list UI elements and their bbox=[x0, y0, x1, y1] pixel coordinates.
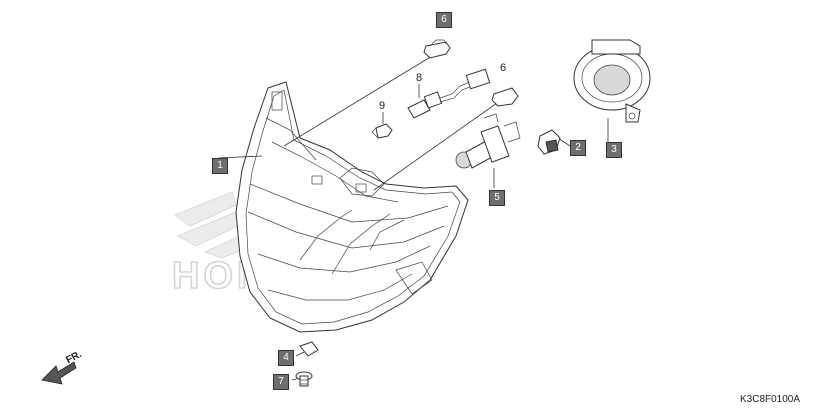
screw-part-icon bbox=[295, 371, 313, 387]
callout-6-alt[interactable]: 6 bbox=[500, 62, 507, 74]
callout-2[interactable]: 2 bbox=[570, 140, 586, 156]
bulb-boot-part-icon bbox=[537, 129, 561, 155]
callout-7[interactable]: 7 bbox=[273, 374, 289, 390]
socket-harness-part-icon bbox=[407, 68, 491, 119]
callout-9[interactable]: 9 bbox=[379, 100, 386, 112]
rubber-cap-part-icon bbox=[491, 87, 519, 107]
callout-4[interactable]: 4 bbox=[278, 350, 294, 366]
callout-3[interactable]: 3 bbox=[606, 142, 622, 158]
leader-lines bbox=[217, 55, 609, 381]
callout-1[interactable]: 1 bbox=[212, 158, 228, 174]
position-bulb-part-icon bbox=[371, 123, 393, 139]
callout-6[interactable]: 6 bbox=[436, 12, 452, 28]
headlight-bulb-part-icon bbox=[455, 113, 521, 169]
drawing-code: K3C8F0100A bbox=[740, 394, 801, 405]
headlight-assembly-icon bbox=[235, 81, 469, 333]
clip-nut-part-icon bbox=[299, 341, 319, 357]
rubber-cap-part-icon bbox=[423, 39, 451, 59]
callout-5[interactable]: 5 bbox=[489, 190, 505, 206]
dust-cover-part-icon bbox=[573, 39, 651, 123]
callout-8[interactable]: 8 bbox=[416, 72, 423, 84]
front-direction-arrow-icon bbox=[41, 361, 77, 385]
